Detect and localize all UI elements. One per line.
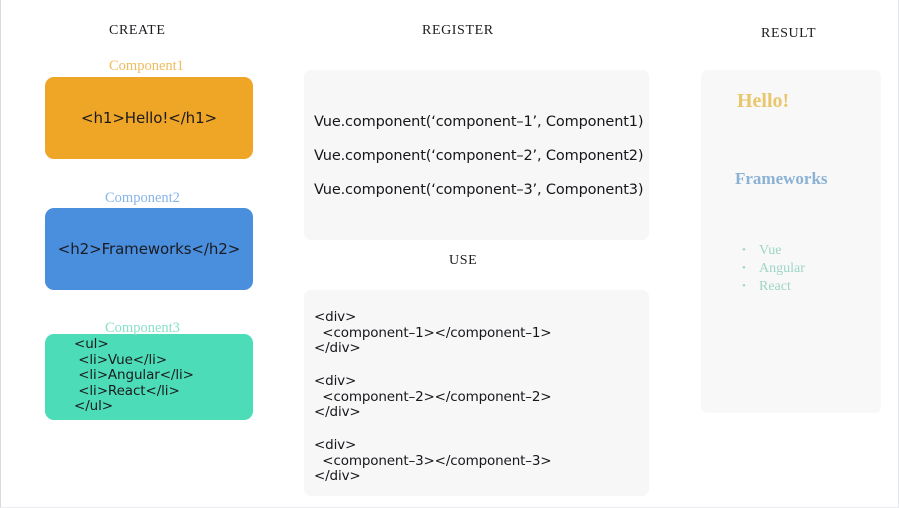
use-code-block: <div> <component–3></component–3> </div> bbox=[314, 437, 552, 484]
column-heading-use: USE bbox=[449, 253, 478, 268]
use-code-block: <div> <component–1></component–1> </div> bbox=[314, 309, 552, 356]
register-line: Vue.component(‘component–2’, Component2) bbox=[314, 148, 644, 164]
list-item: Vue bbox=[742, 241, 805, 260]
component1-label: Component1 bbox=[109, 58, 184, 74]
component3-card: <ul> <li>Vue</li> <li>Angular</li> <li>R… bbox=[45, 334, 253, 420]
component2-card: <h2>Frameworks</h2> bbox=[45, 208, 253, 290]
use-code-panel: <div> <component–1></component–1> </div>… bbox=[304, 290, 649, 496]
component1-code: <h1>Hello!</h1> bbox=[81, 109, 217, 127]
list-item: React bbox=[742, 277, 805, 296]
result-heading-hello: Hello! bbox=[737, 90, 790, 112]
component2-code: <h2>Frameworks</h2> bbox=[57, 240, 241, 258]
component3-code: <ul> <li>Vue</li> <li>Angular</li> <li>R… bbox=[74, 336, 194, 414]
column-heading-create: CREATE bbox=[109, 23, 166, 38]
use-code-block: <div> <component–2></component–2> </div> bbox=[314, 373, 552, 420]
component2-label: Component2 bbox=[105, 190, 180, 206]
result-framework-list: Vue Angular React bbox=[737, 241, 805, 296]
column-heading-result: RESULT bbox=[761, 26, 817, 41]
component1-card: <h1>Hello!</h1> bbox=[45, 77, 253, 159]
register-line: Vue.component(‘component–1’, Component1) bbox=[314, 114, 644, 130]
result-preview-panel: Hello! Frameworks Vue Angular React bbox=[701, 70, 881, 413]
list-item: Angular bbox=[742, 259, 805, 278]
register-line: Vue.component(‘component–3’, Component3) bbox=[314, 182, 644, 198]
result-heading-frameworks: Frameworks bbox=[735, 169, 828, 188]
register-code-panel: Vue.component(‘component–1’, Component1)… bbox=[304, 70, 649, 240]
column-heading-register: REGISTER bbox=[422, 23, 494, 38]
component3-label: Component3 bbox=[105, 320, 180, 336]
